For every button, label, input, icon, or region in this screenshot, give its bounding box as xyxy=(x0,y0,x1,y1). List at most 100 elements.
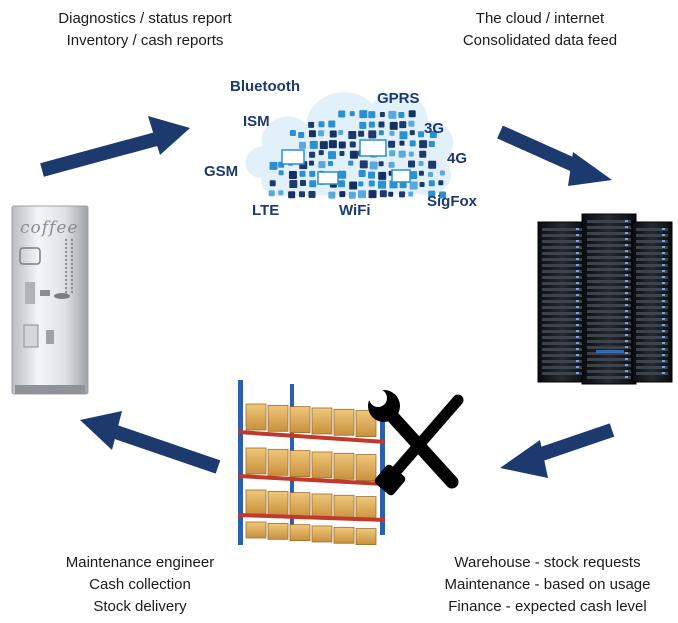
cloud-app-icon xyxy=(349,181,358,190)
drive-bay xyxy=(587,280,631,283)
status-led xyxy=(662,240,665,242)
cloud-app-icon xyxy=(419,181,425,187)
status-led xyxy=(625,334,628,336)
drive-bay xyxy=(542,246,582,249)
cloud-app-icon xyxy=(358,190,367,199)
status-led xyxy=(662,354,665,356)
led-dot xyxy=(70,242,74,246)
status-led xyxy=(576,366,579,368)
drive-bay xyxy=(542,324,582,327)
drive-bay xyxy=(587,364,631,367)
cloud-app-icon xyxy=(338,141,346,149)
drive-bay xyxy=(542,288,582,291)
status-led xyxy=(662,228,665,230)
drive-bay xyxy=(542,234,582,237)
cloud-app-icon xyxy=(409,171,418,180)
drive-bay xyxy=(587,316,631,319)
status-led xyxy=(576,300,579,302)
cloud-app-icon xyxy=(429,131,437,139)
cloud-app-icon xyxy=(318,130,325,137)
led-dot xyxy=(64,238,68,242)
status-led xyxy=(625,250,628,252)
drive-bay xyxy=(542,330,582,333)
led-dot xyxy=(70,266,74,270)
led-dot xyxy=(64,246,68,250)
cloud-app-icon xyxy=(309,170,316,177)
cloud-app-icon xyxy=(368,180,375,187)
cloud-app-icon xyxy=(419,140,428,149)
drive-bay xyxy=(542,264,582,267)
cloud-app-icon xyxy=(329,130,337,138)
cardboard-box xyxy=(355,496,377,522)
cloud-app-icon xyxy=(298,141,306,149)
cloud-app-icon xyxy=(358,170,366,178)
status-led xyxy=(662,264,665,266)
led-dot xyxy=(70,254,74,258)
field-service-caption: Maintenance engineer Cash collection Sto… xyxy=(35,552,245,618)
drive-bay xyxy=(636,264,668,267)
status-led xyxy=(662,252,665,254)
cloud-app-icon xyxy=(399,140,405,146)
cloud-app-icon xyxy=(388,191,394,197)
drive-bay xyxy=(636,312,668,315)
status-led xyxy=(625,364,628,366)
network-label-gprs: GPRS xyxy=(377,90,420,107)
drive-bay xyxy=(587,274,631,277)
cloud-app-icon xyxy=(338,180,346,188)
cloud-app-icon xyxy=(308,121,315,128)
cloud-app-icon xyxy=(428,190,436,198)
drive-bay xyxy=(587,220,631,223)
status-led xyxy=(625,256,628,258)
drive-bay xyxy=(542,372,582,375)
status-led xyxy=(662,282,665,284)
led-dot xyxy=(64,290,68,294)
cardboard-box xyxy=(289,524,311,542)
drive-bay xyxy=(587,310,631,313)
status-led xyxy=(576,324,579,326)
status-led xyxy=(625,328,628,330)
status-led xyxy=(662,312,665,314)
led-dot xyxy=(70,282,74,286)
network-label-gsm: GSM xyxy=(204,163,239,180)
cloud-app-icon xyxy=(348,191,356,199)
status-led xyxy=(662,306,665,308)
drive-bay xyxy=(636,270,668,273)
status-led xyxy=(625,352,628,354)
cardboard-box xyxy=(355,410,377,438)
status-led xyxy=(576,258,579,260)
cardboard-box xyxy=(245,447,267,475)
status-led xyxy=(625,340,628,342)
drive-bay xyxy=(587,304,631,307)
cloud-app-icon xyxy=(409,130,415,136)
network-label-4g: 4G xyxy=(447,150,468,167)
cloud-app-icon xyxy=(368,130,377,139)
drive-bay xyxy=(587,358,631,361)
cloud-app-icon xyxy=(379,111,385,117)
cloud-app-icon xyxy=(368,171,376,179)
status-led xyxy=(662,360,665,362)
cloud-app-icon xyxy=(299,170,306,177)
arrow-to-vending-machine xyxy=(80,411,221,474)
network-label-3g: 3G xyxy=(424,120,445,137)
cardboard-box xyxy=(267,448,289,476)
status-led xyxy=(576,270,579,272)
drive-bay xyxy=(636,318,668,321)
led-dot xyxy=(70,278,74,282)
cloud-app-icon xyxy=(399,131,408,140)
drive-bay xyxy=(542,342,582,345)
cloud-app-icon xyxy=(379,190,387,198)
status-led xyxy=(662,300,665,302)
cloud-app-icon xyxy=(408,151,414,157)
drive-bay xyxy=(587,292,631,295)
drive-bay xyxy=(636,282,668,285)
status-led xyxy=(576,372,579,374)
status-led xyxy=(576,276,579,278)
cloud-app-icon xyxy=(308,160,314,166)
cloud-app-icon xyxy=(368,121,375,128)
cardboard-box xyxy=(333,408,355,436)
caption-line: Inventory / cash reports xyxy=(66,32,224,49)
status-led xyxy=(625,298,628,300)
drive-bay xyxy=(636,330,668,333)
cloud-app-icon xyxy=(409,181,418,190)
status-led xyxy=(576,342,579,344)
